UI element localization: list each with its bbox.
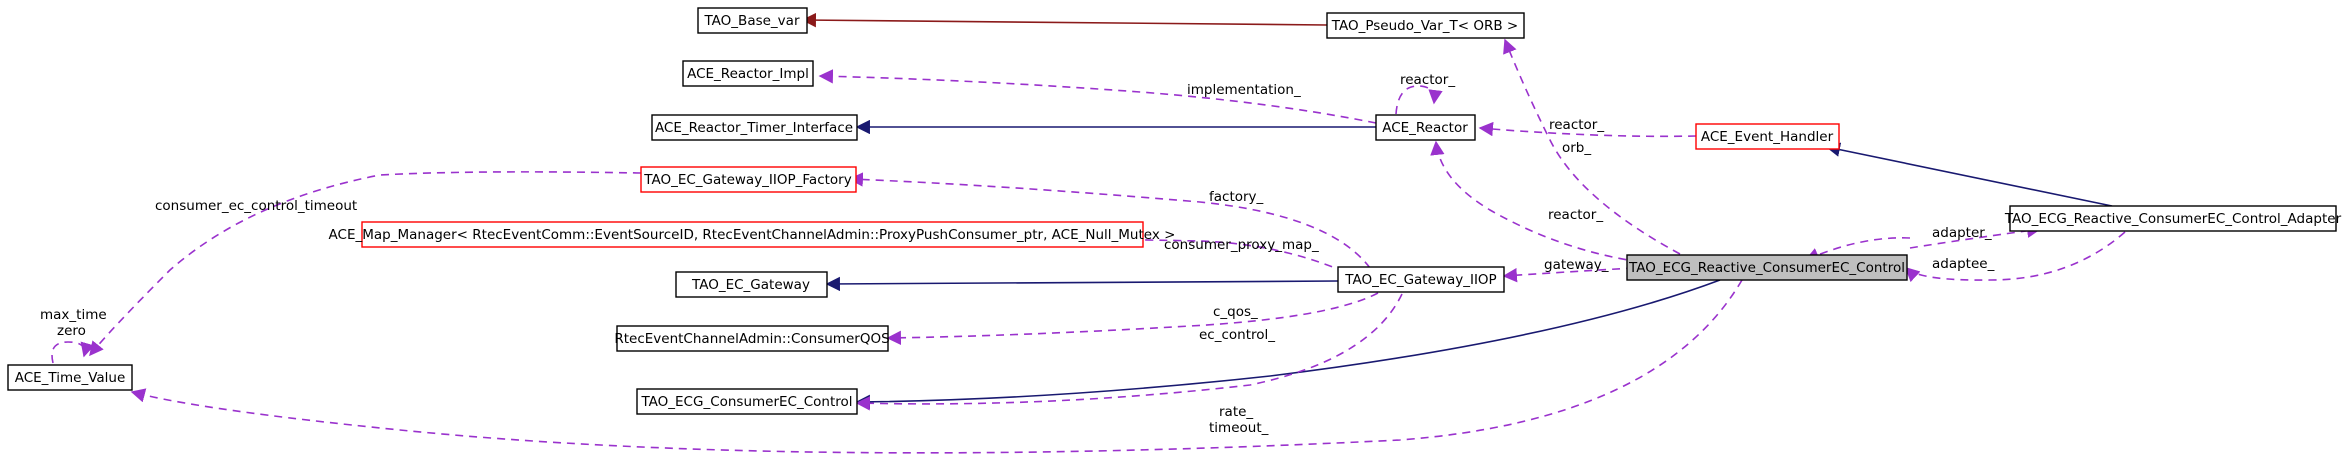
node-ace-time-value[interactable]: ACE_Time_Value [7,364,133,391]
node-ace-reactor-timer-interface[interactable]: ACE_Reactor_Timer_Interface [651,114,858,141]
edge-time-value-self-loop [51,341,95,364]
label-orb: orb_ [1562,140,1591,156]
node-tao-ecg-reactive-consumer-ec-control-label: TAO_ECG_Reactive_ConsumerEC_Control [1628,260,1905,276]
node-ace-reactor-label: ACE_Reactor [1382,120,1468,136]
label-max-time: max_time [40,307,107,323]
node-ace-reactor-timer-interface-label: ACE_Reactor_Timer_Interface [655,120,853,136]
node-ace-time-value-label: ACE_Time_Value [15,370,126,386]
edge-gateway-iiop-to-consumer-ec-control [855,293,1403,411]
edge-gateway-iiop-to-consumer-qos [886,292,1379,346]
node-tao-ec-gateway-iiop-factory-label: TAO_EC_Gateway_IIOP_Factory [643,172,851,188]
node-rtec-consumer-qos[interactable]: RtecEventChannelAdmin::ConsumerQOS [614,325,890,352]
node-ace-event-handler[interactable]: ACE_Event_Handler [1695,123,1840,150]
node-ace-event-handler-label: ACE_Event_Handler [1701,129,1834,145]
edge-gateway-iiop-to-gateway [825,276,1339,292]
label-factory: factory_ [1209,189,1264,205]
node-tao-ec-gateway-iiop-label: TAO_EC_Gateway_IIOP [1344,272,1496,288]
node-tao-ec-gateway-iiop-factory[interactable]: TAO_EC_Gateway_IIOP_Factory [640,166,857,193]
edge-reactive-to-consumer-ec-control [855,279,1721,410]
node-tao-ec-gateway[interactable]: TAO_EC_Gateway [675,271,828,298]
edge-gateway-iiop-to-factory [848,172,1371,269]
edge-reactor-to-reactor-impl [818,69,1377,124]
label-adaptee: adaptee_ [1932,256,1995,272]
node-tao-ecg-consumer-ec-control-label: TAO_ECG_ConsumerEC_Control [640,394,852,410]
node-tao-pseudo-var-label: TAO_Pseudo_Var_T< ORB > [1331,18,1518,34]
edge-event-handler-to-reactor [1478,121,1697,138]
label-reactor-handler: reactor_ [1549,117,1604,133]
edge-reactive-to-reactor [1430,140,1641,263]
node-tao-ec-gateway-iiop[interactable]: TAO_EC_Gateway_IIOP [1337,266,1505,293]
label-implementation: implementation_ [1187,82,1301,98]
node-ace-map-manager[interactable]: ACE_Map_Manager< RtecEventComm::EventSou… [329,221,1176,248]
label-gateway: gateway_ [1544,257,1609,273]
edge-reactor-self-loop [1395,85,1443,115]
node-tao-base-var-label: TAO_Base_var [703,13,799,29]
label-c-qos: c_qos_ [1213,304,1258,320]
label-timeout: timeout_ [1209,420,1269,436]
node-ace-reactor-impl-label: ACE_Reactor_Impl [687,66,809,82]
label-reactor-self: reactor_ [1400,72,1455,88]
edge-reactive-to-gateway-iiop [1502,267,1635,283]
node-rtec-consumer-qos-label: RtecEventChannelAdmin::ConsumerQOS [614,331,889,347]
node-tao-ec-gateway-label: TAO_EC_Gateway [691,277,810,293]
edge-reactive-to-pseudo-var [1503,38,1681,255]
edge-adapter-adaptee-to-reactive [1904,231,2126,283]
node-ace-reactor[interactable]: ACE_Reactor [1375,114,1476,141]
label-consumer-proxy-map: consumer_proxy_map_ [1164,237,1319,253]
node-tao-ecg-reactive-consumer-ec-control[interactable]: TAO_ECG_Reactive_ConsumerEC_Control [1626,254,1908,281]
label-ec-control: ec_control_ [1199,327,1275,343]
node-ace-map-manager-label: ACE_Map_Manager< RtecEventComm::EventSou… [329,227,1176,243]
node-ace-reactor-impl[interactable]: ACE_Reactor_Impl [682,60,814,87]
label-zero: zero [57,323,86,339]
edge-pseudo-var-to-base-var [801,12,1328,28]
node-tao-ecg-reactive-adapter[interactable]: TAO_ECG_Reactive_ConsumerEC_Control_Adap… [2004,205,2342,232]
edge-adapter-to-event-handler [1825,142,2113,207]
node-tao-base-var[interactable]: TAO_Base_var [697,7,808,34]
label-reactor-main: reactor_ [1548,207,1603,223]
node-tao-pseudo-var[interactable]: TAO_Pseudo_Var_T< ORB > [1326,12,1525,39]
node-tao-ecg-consumer-ec-control[interactable]: TAO_ECG_ConsumerEC_Control [636,388,858,415]
node-tao-ecg-reactive-adapter-label: TAO_ECG_Reactive_ConsumerEC_Control_Adap… [2004,211,2342,227]
edge-factory-to-time-value [89,171,642,357]
label-adapter: adapter_ [1932,225,1992,241]
label-consumer-ec-control-timeout: consumer_ec_control_timeout [155,198,357,214]
label-rate: rate_ [1219,404,1253,420]
edge-reactive-to-time-value [130,279,1743,454]
